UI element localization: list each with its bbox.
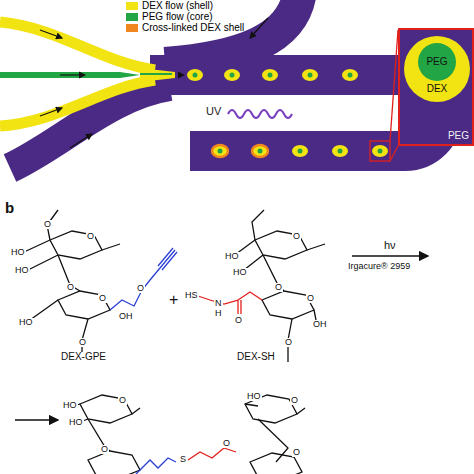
atom-label: OH <box>312 320 328 329</box>
atom-label: N <box>214 299 223 308</box>
atom-label: HO <box>10 248 26 257</box>
atom-label: HS <box>184 291 199 300</box>
legend-swatch <box>126 24 138 32</box>
atom-label: O <box>78 338 87 347</box>
atom-label: O <box>222 439 231 448</box>
atom-label: H <box>214 309 223 318</box>
atom-label: O <box>86 232 95 241</box>
atom-label: HO <box>224 252 240 261</box>
legend-text: PEG flow (core) <box>142 12 213 22</box>
atom-label: O <box>290 396 299 405</box>
atom-label: HO <box>14 266 30 275</box>
legend-swatch <box>126 2 138 10</box>
node-text: PEG <box>448 131 469 141</box>
node-text: PEG <box>426 57 447 67</box>
plus-sign: + <box>168 292 179 308</box>
atom-label: O <box>292 232 301 241</box>
atom-label: O <box>100 445 109 454</box>
atom-label: O <box>118 396 127 405</box>
droplets <box>187 69 388 157</box>
atom-label: HO <box>232 268 248 277</box>
atom-label: O <box>98 294 107 303</box>
compound-name: DEX-SH <box>236 352 276 362</box>
microfluidic-channel <box>0 0 443 168</box>
legend-swatch <box>126 13 138 21</box>
node-text: DEX <box>427 84 448 94</box>
flow-arrows <box>40 18 268 148</box>
legend-row: DEX flow (shell) <box>126 1 213 11</box>
panel-letter: b <box>4 200 15 215</box>
atom-label: HO <box>246 392 262 401</box>
atom-label: O <box>284 338 293 347</box>
reaction-condition: hν <box>383 240 397 251</box>
dex-shell: DEX PEG <box>404 36 470 102</box>
compound-name: DEX-GPE <box>60 352 107 362</box>
atom-label: HO <box>18 318 34 327</box>
zoom-marker <box>370 30 398 161</box>
legend-row: Cross-linked DEX shell <box>126 23 244 33</box>
atom-label: O <box>306 294 315 303</box>
atom-label: HO <box>68 418 84 427</box>
atom-label: O <box>136 284 145 293</box>
legend-text: Cross-linked DEX shell <box>142 23 244 33</box>
legend-text: DEX flow (shell) <box>142 1 213 11</box>
atom-label: OH <box>118 312 134 321</box>
inset-panel: PEG DEX PEG <box>398 28 474 146</box>
uv-wave <box>228 110 292 118</box>
atom-label: S <box>179 455 187 464</box>
atom-label: O <box>234 316 243 325</box>
legend-row: PEG flow (core) <box>126 12 213 22</box>
chemical-structures <box>15 210 428 474</box>
atom-label: O <box>274 283 283 292</box>
atom-label: O <box>66 283 75 292</box>
atom-label: HO <box>62 401 78 410</box>
process-label: UV <box>205 106 222 117</box>
atom-label: O <box>43 220 52 229</box>
reaction-condition: Irgacure® 2959 <box>347 262 411 271</box>
peg-core: PEG <box>418 43 456 81</box>
atom-label: O <box>292 448 301 457</box>
